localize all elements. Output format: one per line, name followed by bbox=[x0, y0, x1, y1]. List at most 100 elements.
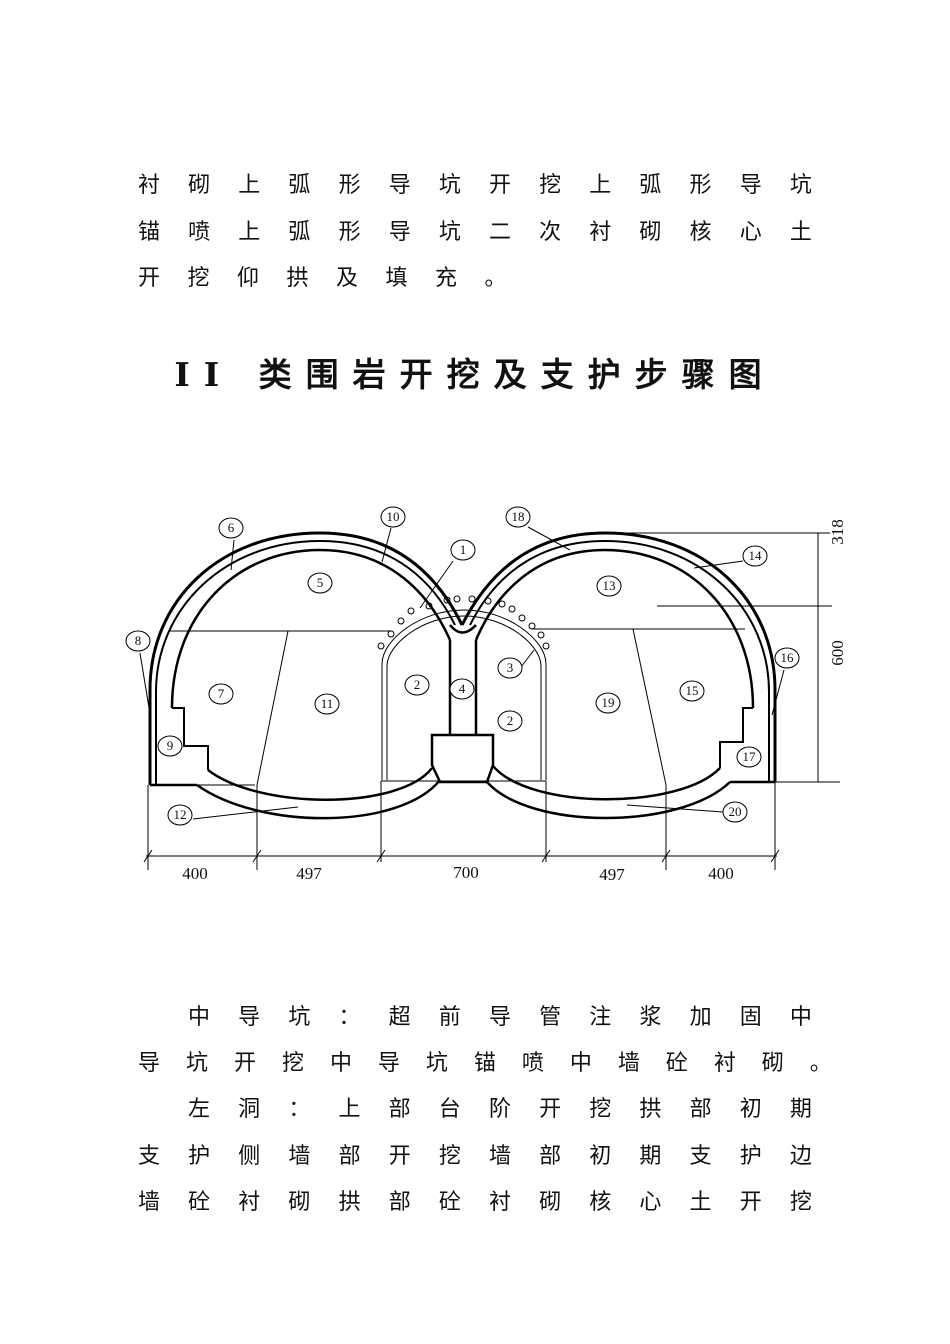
text-char: 加 bbox=[689, 1005, 712, 1030]
text-char: 次 bbox=[539, 220, 562, 245]
text-char: 导 bbox=[377, 1051, 400, 1076]
step-label: 15 bbox=[686, 683, 699, 698]
text-char: 二 bbox=[488, 220, 511, 245]
step-label: 16 bbox=[781, 650, 795, 665]
text-char: 管 bbox=[539, 1005, 562, 1030]
dimension-label: 600 bbox=[828, 640, 847, 666]
text-char: 拱 bbox=[338, 1190, 361, 1215]
text-char: 开 bbox=[488, 173, 511, 198]
text-char: 心 bbox=[639, 1190, 662, 1215]
dimension-label: 497 bbox=[599, 865, 625, 884]
text-char: 形 bbox=[689, 173, 712, 198]
text-char: 挖 bbox=[187, 266, 210, 291]
text-char: 坑 bbox=[425, 1051, 448, 1076]
text-char: 土 bbox=[689, 1190, 712, 1215]
text-char: 砌 bbox=[761, 1051, 784, 1076]
text-char: 挖 bbox=[539, 173, 562, 198]
text-char: 弧 bbox=[288, 173, 311, 198]
text-char: 弧 bbox=[288, 220, 311, 245]
text-char: ： bbox=[338, 1005, 361, 1030]
text-char: 衬 bbox=[488, 1190, 511, 1215]
step-labels: 1 2 2 3 4 5 6 7 8 9 10 11 12 13 14 15 16… bbox=[125, 506, 800, 826]
step-label: 4 bbox=[459, 681, 466, 696]
text-char: 坑 bbox=[438, 173, 461, 198]
text-char: 衬 bbox=[138, 173, 161, 198]
text-char: 墙 bbox=[288, 1144, 311, 1169]
text-char: 挖 bbox=[589, 1097, 612, 1122]
text-char: 弧 bbox=[639, 173, 662, 198]
text-char: 导 bbox=[739, 173, 762, 198]
text-char: 导 bbox=[488, 1005, 511, 1030]
left-invert-outer bbox=[196, 779, 441, 820]
text-char: 砼 bbox=[188, 1190, 211, 1215]
dimension-label: 400 bbox=[182, 864, 208, 883]
text-char: 中 bbox=[569, 1051, 592, 1076]
step-label: 10 bbox=[387, 509, 400, 524]
right-invert-inner bbox=[492, 765, 721, 801]
text-char: 形 bbox=[338, 173, 361, 198]
text-char: 部 bbox=[338, 1144, 361, 1169]
text-char: 砌 bbox=[288, 1190, 311, 1215]
text-line: 开挖仰拱及填充。 bbox=[138, 264, 812, 294]
text-char: 喷 bbox=[188, 220, 211, 245]
text-char: 部 bbox=[388, 1097, 411, 1122]
text-char: 前 bbox=[438, 1005, 461, 1030]
left-inner-arch bbox=[170, 548, 452, 709]
text-char: 侧 bbox=[238, 1144, 261, 1169]
text-char: 固 bbox=[739, 1005, 762, 1030]
text-char: 心 bbox=[739, 220, 762, 245]
left-outer-arch bbox=[148, 531, 464, 785]
text-char: 开 bbox=[539, 1097, 562, 1122]
pilot-arch-inner bbox=[386, 615, 542, 780]
step-label: 5 bbox=[317, 575, 324, 590]
text-char: 部 bbox=[539, 1144, 562, 1169]
text-char: 浆 bbox=[639, 1005, 662, 1030]
text-char: 导 bbox=[388, 220, 411, 245]
step-label: 2 bbox=[414, 677, 421, 692]
dimension-label: 318 bbox=[828, 519, 847, 545]
step-label: 2 bbox=[507, 713, 514, 728]
right-inner-arch bbox=[474, 548, 755, 709]
text-char: ： bbox=[288, 1097, 311, 1122]
text-char: 边 bbox=[789, 1144, 812, 1169]
text-char: 核 bbox=[589, 1190, 612, 1215]
text-char: 衬 bbox=[238, 1190, 261, 1215]
text-char: 坑 bbox=[185, 1051, 208, 1076]
step-label: 8 bbox=[135, 633, 142, 648]
text-char: 土 bbox=[789, 220, 812, 245]
text-char: 挖 bbox=[281, 1051, 304, 1076]
text-char: 喷 bbox=[521, 1051, 544, 1076]
text-char: 衬 bbox=[713, 1051, 736, 1076]
step-label: 17 bbox=[743, 749, 757, 764]
text-char: 部 bbox=[388, 1190, 411, 1215]
text-line: 衬砌上弧形导坑开挖上弧形导坑 bbox=[138, 171, 812, 201]
text-char: 拱 bbox=[639, 1097, 662, 1122]
text-char: 洞 bbox=[238, 1097, 261, 1122]
text-char: 中 bbox=[188, 1005, 211, 1030]
text-char: 锚 bbox=[138, 220, 161, 245]
step-label: 14 bbox=[749, 548, 763, 563]
text-char: 部 bbox=[689, 1097, 712, 1122]
text-char: 期 bbox=[639, 1144, 662, 1169]
text-char: 超 bbox=[388, 1005, 411, 1030]
dimension-label: 700 bbox=[453, 863, 479, 882]
text-char: 挖 bbox=[789, 1190, 812, 1215]
dimension-label: 497 bbox=[296, 864, 322, 883]
left-mid-arch bbox=[155, 539, 456, 785]
text-char: 初 bbox=[739, 1097, 762, 1122]
text-char: 挖 bbox=[438, 1144, 461, 1169]
text-char: 左 bbox=[188, 1097, 211, 1122]
text-char: 支 bbox=[689, 1144, 712, 1169]
text-char: 期 bbox=[789, 1097, 812, 1122]
text-char: 充 bbox=[435, 266, 458, 291]
text-char: 坑 bbox=[789, 173, 812, 198]
text-char: 砌 bbox=[188, 173, 211, 198]
text-char: 拱 bbox=[286, 266, 309, 291]
step-label: 12 bbox=[174, 807, 187, 822]
diagram-title: II 类围岩开挖及支护步骤图 bbox=[174, 355, 776, 394]
left-bench bbox=[172, 707, 209, 770]
text-char: 核 bbox=[689, 220, 712, 245]
text-char: 填 bbox=[385, 266, 408, 291]
text-char: 墙 bbox=[617, 1051, 640, 1076]
